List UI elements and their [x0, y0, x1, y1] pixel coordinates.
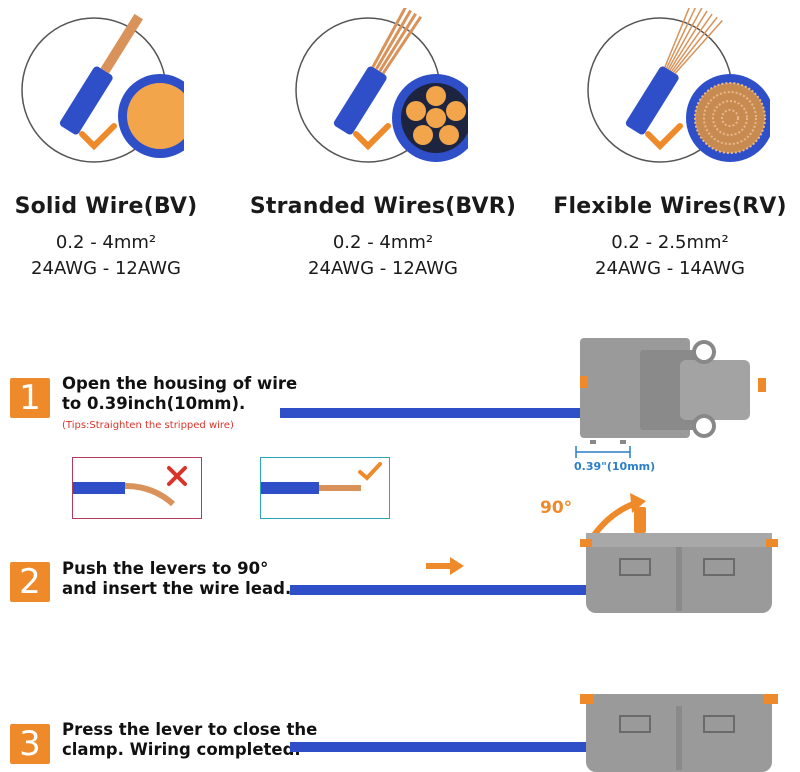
- step-1-illustration: [280, 338, 766, 458]
- step-2-text: Push the levers to 90° and insert the wi…: [62, 559, 291, 599]
- step-1-text: Open the housing of wire to 0.39inch(10m…: [62, 374, 297, 414]
- wire-type-spec-mm: 0.2 - 2.5mm²: [611, 232, 729, 253]
- wire-type-spec-awg: 24AWG - 12AWG: [31, 258, 181, 279]
- step-3-text: Press the lever to close the clamp. Wiri…: [62, 720, 317, 760]
- stranded-wire-cross-section-icon: [295, 8, 468, 163]
- step-3-illustration: [290, 694, 778, 772]
- step-3-line-2: clamp. Wiring completed.: [62, 740, 301, 759]
- wire-type-spec-awg: 24AWG - 14AWG: [595, 258, 745, 279]
- straight-wire-icon: [261, 482, 361, 494]
- wire-type-title: Stranded Wires(BVR): [249, 194, 517, 219]
- correct-example-box: [260, 457, 390, 519]
- wire-type-spec-mm: 0.2 - 4mm²: [332, 232, 434, 253]
- step-2-line-1: Push the levers to 90°: [62, 559, 269, 578]
- step-1-tip: (Tips:Straighten the stripped wire): [62, 420, 234, 431]
- dimension-label: 0.39"(10mm): [574, 460, 656, 473]
- flexible-wire-cross-section-icon: [587, 8, 770, 163]
- wire-type-title: Solid Wire(BV): [14, 194, 198, 219]
- step-2-line-2: and insert the wire lead.: [62, 579, 292, 598]
- wire-type-spec-mm: 0.2 - 4mm²: [55, 232, 157, 253]
- cross-icon: [167, 466, 187, 486]
- step-1-line-2: to 0.39inch(10mm).: [62, 394, 246, 413]
- solid-wire-cross-section-icon: [21, 13, 184, 163]
- wrong-example-box: [72, 457, 202, 519]
- bent-wire-icon: [73, 482, 176, 507]
- step-number-2: 2: [10, 562, 50, 602]
- checkmark-icon: [358, 462, 382, 481]
- wire-type-spec-awg: 24AWG - 12AWG: [308, 258, 458, 279]
- step-number-3: 3: [10, 724, 50, 764]
- wire-type-title: Flexible Wires(RV): [553, 194, 787, 219]
- step-3-line-1: Press the lever to close the: [62, 720, 318, 739]
- step-1-line-1: Open the housing of wire: [62, 374, 298, 393]
- step-number-1: 1: [10, 378, 50, 418]
- angle-label: 90°: [540, 498, 573, 518]
- step-2-illustration: [290, 493, 778, 613]
